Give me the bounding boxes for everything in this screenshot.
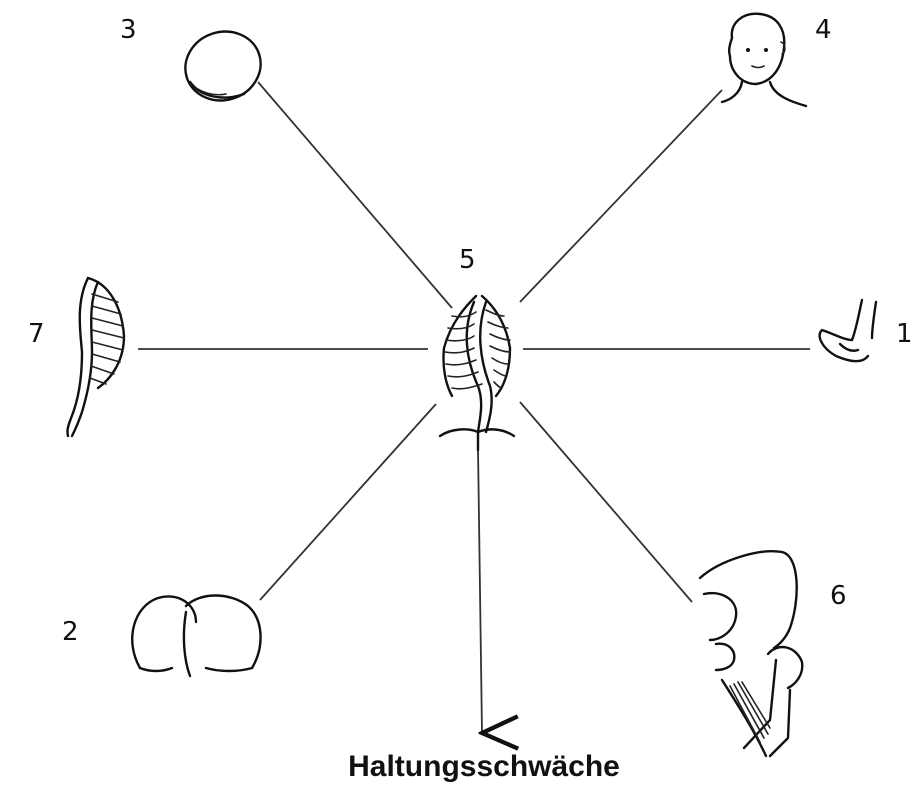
node-label-2: 2 (62, 617, 79, 647)
diagram-caption: Haltungsschwäche (348, 750, 620, 783)
node-label-center: 5 (459, 245, 476, 275)
arrow-down (478, 448, 482, 733)
spoke-to-6 (520, 402, 692, 602)
spoke-to-3 (258, 82, 452, 308)
child-head-icon (722, 14, 806, 106)
skull-top-icon (176, 22, 269, 110)
spoke-to-4 (520, 90, 722, 302)
node-label-6: 6 (830, 581, 847, 611)
hip-joint-icon (700, 551, 802, 756)
node-label-7: 7 (28, 319, 45, 349)
foot-icon (820, 300, 876, 361)
spine-ribcage-icon (440, 296, 514, 450)
node-label-4: 4 (815, 15, 832, 45)
node-label-3: 3 (120, 15, 137, 45)
spoke-to-2 (260, 404, 436, 600)
buttocks-icon (132, 596, 260, 677)
node-label-1: 1 (896, 319, 913, 349)
spine-side-profile-icon (67, 278, 124, 436)
